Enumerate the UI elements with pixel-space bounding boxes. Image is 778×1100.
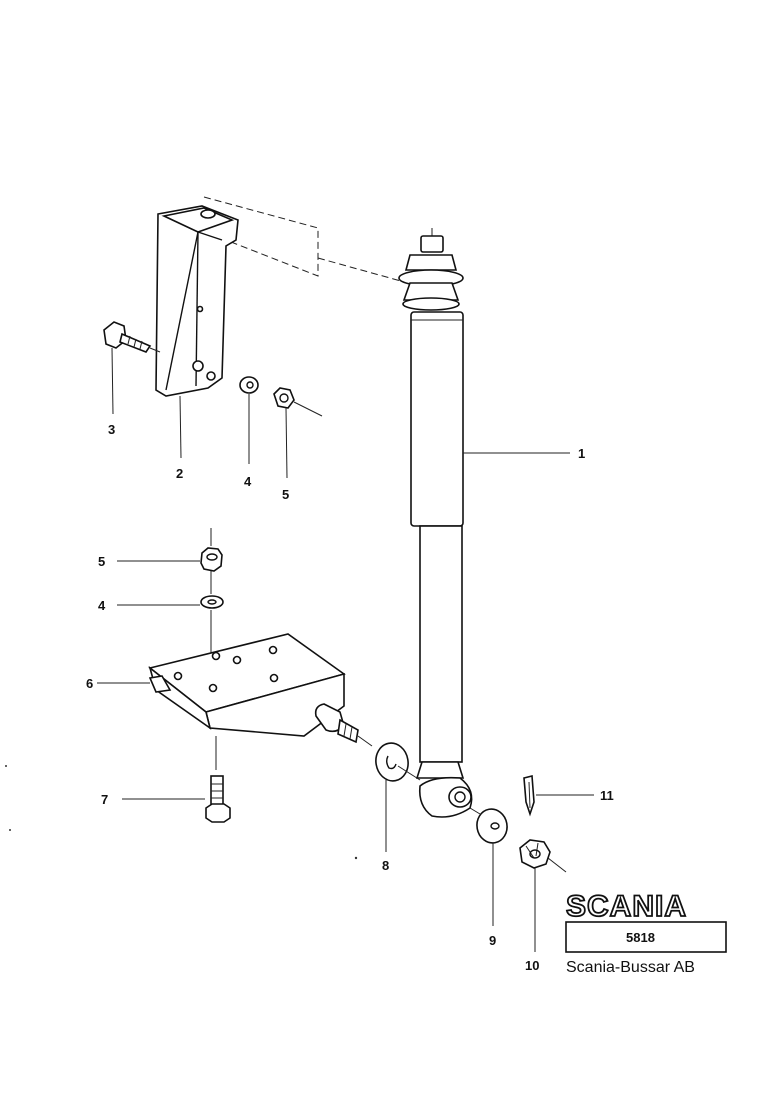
castle-nut-10 (519, 839, 567, 873)
callout-8: 8 (382, 858, 389, 873)
middle-washer (200, 595, 224, 609)
callout-4-mid: 4 (98, 598, 106, 613)
drawing-number-box (565, 921, 727, 953)
assembly-guide-lines (203, 196, 409, 284)
scan-specks (5, 765, 358, 860)
callout-5-mid: 5 (98, 554, 105, 569)
drawing-number: 5818 (626, 930, 655, 945)
washer-9 (469, 807, 508, 844)
callout-2-leader (179, 395, 182, 459)
callout-5-top: 5 (282, 487, 289, 502)
upper-washer (239, 376, 259, 394)
callout-3-leader (111, 347, 114, 415)
lower-bolt (205, 736, 231, 823)
callout-4-top: 4 (244, 474, 252, 489)
callout-10: 10 (525, 958, 539, 973)
callout-1: 1 (578, 446, 585, 461)
large-washer-8 (375, 742, 421, 782)
scania-logo: SCANIA (566, 890, 687, 923)
callout-9: 9 (489, 933, 496, 948)
lower-mounting-bracket (148, 633, 373, 747)
middle-nut (200, 547, 223, 572)
upper-bracket (155, 205, 239, 397)
company-name: Scania-Bussar AB (566, 959, 695, 976)
callout-6: 6 (86, 676, 93, 691)
callout-3: 3 (108, 422, 115, 437)
callout-5-top-leader (285, 407, 288, 479)
shock-absorber (398, 228, 473, 818)
callout-2: 2 (176, 466, 183, 481)
cotter-pin-11 (523, 774, 535, 817)
upper-nut (273, 387, 323, 417)
callout-11: 11 (600, 788, 614, 803)
upper-bolt (103, 321, 161, 353)
title-block: SCANIA 5818 Scania-Bussar AB (565, 889, 727, 976)
callout-7: 7 (101, 792, 108, 807)
